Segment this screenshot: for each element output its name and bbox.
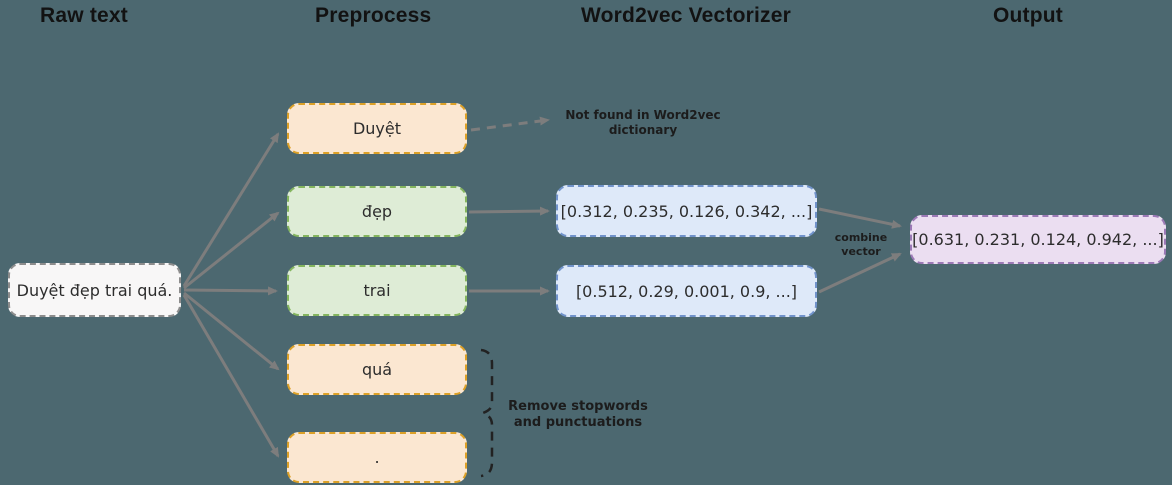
- node-output-vector-label: [0.631, 0.231, 0.124, 0.942, ...]: [912, 230, 1164, 249]
- arrow-raw-to-trai: [183, 286, 278, 296]
- column-header-preprocess: Preprocess: [315, 4, 432, 27]
- annotation-combine-vector: combine vector: [834, 231, 888, 258]
- column-header-raw-text: Raw text: [40, 4, 128, 27]
- node-raw-sentence-label: Duyệt đẹp trai quá.: [16, 280, 173, 300]
- node-output-vector: [0.631, 0.231, 0.124, 0.942, ...]: [910, 215, 1166, 264]
- node-vector-trai-label: [0.512, 0.29, 0.001, 0.9, ...]: [575, 281, 798, 301]
- arrow-dep-to-vector: [468, 206, 550, 216]
- arrow-raw-to-qua: [183, 291, 280, 371]
- node-vector-trai: [0.512, 0.29, 0.001, 0.9, ...]: [556, 265, 817, 317]
- arrow-vector2-to-output: [818, 252, 902, 294]
- node-token-qua-label: quá: [361, 360, 393, 379]
- stopwords-bracket: [479, 348, 494, 478]
- node-token-duyet: Duyệt: [287, 103, 467, 154]
- node-raw-sentence: Duyệt đẹp trai quá.: [8, 263, 181, 317]
- annotation-not-found-in-dictionary: Not found in Word2vec dictionary: [565, 108, 721, 137]
- node-vector-dep: [0.312, 0.235, 0.126, 0.342, ...]: [556, 185, 817, 237]
- column-header-output: Output: [993, 4, 1064, 27]
- annotation-remove-stopwords: Remove stopwords and punctuations: [508, 399, 648, 431]
- arrow-raw-to-dot: [182, 294, 280, 458]
- node-token-period: .: [287, 432, 467, 483]
- column-header-word2vec-vectorizer: Word2vec Vectorizer: [581, 4, 792, 27]
- arrow-raw-to-dep: [183, 211, 280, 290]
- node-token-period-label: .: [374, 448, 380, 467]
- arrow-vector1-to-output: [818, 207, 902, 229]
- node-token-duyet-label: Duyệt: [352, 119, 402, 138]
- node-vector-dep-label: [0.312, 0.235, 0.126, 0.342, ...]: [560, 201, 813, 221]
- node-token-dep-label: đẹp: [361, 202, 393, 221]
- arrow-duyet-to-notfound: [470, 116, 550, 132]
- node-token-dep: đẹp: [287, 186, 467, 237]
- node-token-trai: trai: [287, 265, 467, 316]
- node-token-trai-label: trai: [363, 281, 391, 300]
- arrow-raw-to-duyet: [182, 132, 280, 287]
- node-token-qua: quá: [287, 344, 467, 395]
